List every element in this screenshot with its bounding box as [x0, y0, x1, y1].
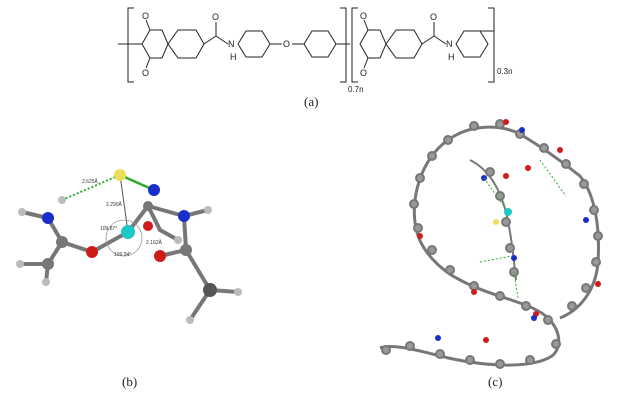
carbon-atom-2 [42, 258, 54, 270]
amide-n-2 [433, 35, 447, 45]
phenyl-ring-3 [455, 30, 489, 58]
structure-atom-labels: O O O N H O O O O N H 0.7n 0.3n [142, 11, 513, 94]
carbon-atom-3 [180, 244, 192, 256]
hydrogen-atom-5 [204, 206, 212, 214]
carbonyl-1a [145, 19, 151, 31]
hydrogen-atom-2 [58, 196, 66, 204]
panel-a-label: (a) [304, 94, 318, 109]
panel-b-label: (b) [122, 374, 137, 389]
hydrogen-atom-6 [186, 316, 194, 324]
angle-arc [105, 219, 143, 257]
carbonyl-1b [145, 57, 151, 69]
bracket-right-close [488, 7, 495, 83]
atom-n-amide-2: N [446, 39, 453, 49]
hydrogen-atom-4 [42, 278, 50, 286]
panel-b-molecule [16, 169, 242, 324]
atom-o-2a: O [360, 11, 367, 21]
atom-n-amide-1: N [228, 39, 235, 49]
hbond-dashed [61, 174, 121, 201]
hydrogen-atom-1 [18, 208, 26, 216]
nitrogen-atom-left [42, 212, 54, 224]
amide-bond-1 [203, 35, 217, 45]
imide-ring-2 [359, 29, 387, 59]
carbon-atom-1 [56, 236, 68, 248]
hydrogen-atom-8 [174, 236, 182, 244]
nitrogen-atom-top [148, 184, 160, 196]
macrocycle-sulfur-atom [493, 219, 499, 225]
bracket-left-close [340, 7, 347, 83]
repeat-subscript-0-7n: 0.7n [348, 85, 364, 94]
nitrogen-atom-right [178, 210, 190, 222]
hydrogen-atom-3 [16, 260, 24, 268]
oxygen-atom-3 [143, 221, 153, 231]
amide-n-1 [215, 35, 229, 45]
metal-atom [121, 225, 135, 239]
bracket-left-open [127, 7, 134, 83]
oxygen-atom-1 [86, 246, 98, 258]
s-n-bond [119, 173, 155, 192]
atom-o-amide-2: O [430, 12, 437, 22]
repeat-subscript-0-3n: 0.3n [497, 67, 513, 76]
sulfur-atom [114, 169, 126, 181]
phenyl-ring-1 [237, 30, 271, 58]
atom-o-1b: O [142, 68, 149, 78]
benzene-ring-1 [167, 29, 205, 59]
bracket-right-open [351, 7, 358, 83]
carbonyl-2b [363, 57, 369, 69]
distance-label-3: 2.162Å [146, 239, 163, 246]
carbon-atom-5 [143, 201, 153, 211]
structure-formula [118, 7, 495, 83]
phenyl-ring-2 [303, 30, 337, 58]
distance-label-1: 2.625Å [82, 178, 99, 185]
hydrogen-atom-7 [234, 288, 242, 296]
backbone-left [379, 138, 561, 367]
distance-label-2: 2.290Å [106, 201, 123, 208]
atom-o-amide-1: O [212, 12, 219, 22]
panel-c-label: (c) [488, 374, 502, 389]
benzene-ring-2 [385, 29, 423, 59]
atom-o-1a: O [142, 11, 149, 21]
angle-label-2: 109.94° [114, 252, 131, 258]
panel-c-molecule [379, 119, 603, 369]
angle-label-1: 109.87° [100, 226, 117, 232]
macrocycle-metal-atom [504, 208, 512, 216]
panel-b-measurements: 2.625Å 2.290Å 2.162Å 109.87° 109.94° [82, 178, 163, 258]
atom-o-2b: O [360, 68, 367, 78]
s-metal-line [119, 174, 129, 233]
carbon-atom-4 [203, 283, 217, 297]
carbonyl-2a [363, 19, 369, 31]
amide-bond-2 [421, 35, 435, 45]
atom-h-amide-2: H [448, 52, 455, 62]
atom-o-ether: O [283, 39, 290, 49]
oxygen-atom-2 [154, 250, 166, 262]
atom-h-amide-1: H [230, 52, 237, 62]
imide-ring-1 [141, 29, 169, 59]
